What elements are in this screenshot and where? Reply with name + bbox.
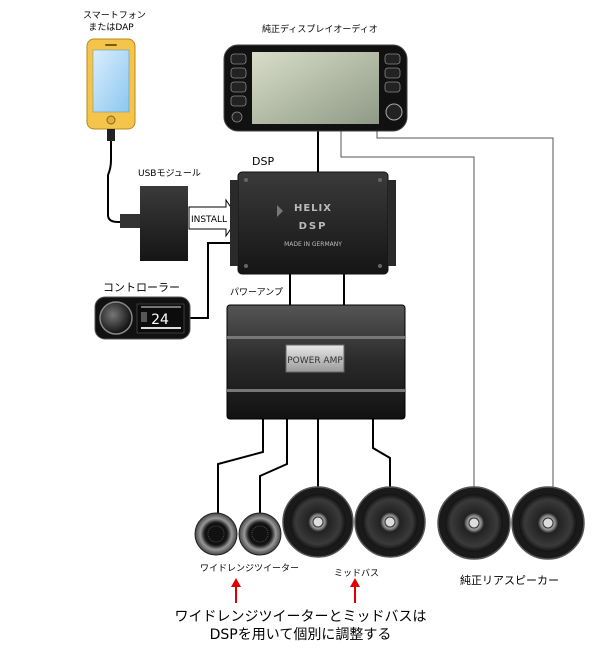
wires xyxy=(107,131,391,518)
power-amp-plate-text: POWER AMP xyxy=(287,356,343,366)
rear-wires xyxy=(340,131,554,487)
midbass-arrow-icon xyxy=(350,578,360,603)
tweeter-label: ワイドレンジツイーター xyxy=(200,564,300,574)
rear-speaker-right xyxy=(511,486,585,560)
dsp-brand-text: HELIX xyxy=(294,203,332,214)
amp-tweeter1-wire xyxy=(217,419,264,518)
tweeter-left xyxy=(194,512,238,556)
note-line1: ワイドレンジツイーターとミッドバスは xyxy=(174,609,427,625)
red-arrows xyxy=(231,578,360,603)
helix-logo-icon xyxy=(277,205,283,217)
midbass-label: ミッドバス xyxy=(334,569,380,579)
install-label: INSTALL xyxy=(191,215,227,225)
controller-knob-icon xyxy=(99,301,133,335)
midbass-left xyxy=(282,486,354,558)
rear-speaker-left xyxy=(437,486,511,560)
controller-label: コントローラー xyxy=(103,281,180,294)
controller-value-text: 24 xyxy=(151,312,169,328)
midbass-right xyxy=(354,486,426,558)
phone-label-line1: スマートフォン xyxy=(83,11,146,21)
dsp-unit xyxy=(230,171,396,275)
rear-speaker-label: 純正リアスピーカー xyxy=(460,574,559,587)
dsp-model-text: DSP xyxy=(299,221,328,232)
tweeter-right xyxy=(238,512,282,556)
usb-module xyxy=(120,186,188,261)
head-unit xyxy=(223,44,408,132)
controller-dsp-wire xyxy=(190,242,240,319)
headunit-rear1-wire xyxy=(340,131,475,487)
phone-label-line2: またはDAP xyxy=(88,23,134,33)
dsp-label: DSP xyxy=(252,155,275,168)
amp-mid2-wire xyxy=(372,419,391,488)
dsp-origin-text: MADE IN GERMANY xyxy=(284,241,342,248)
amp-tweeter2-wire xyxy=(259,419,288,518)
note-line2: DSPを用いて個別に調整する xyxy=(209,627,392,643)
power-amp xyxy=(226,304,406,420)
tweeter-arrow-icon xyxy=(231,578,241,603)
headunit-rear2-wire xyxy=(376,131,554,487)
controller xyxy=(94,296,191,340)
phone-cable xyxy=(107,140,130,223)
headunit-label: 純正ディスプレイオーディオ xyxy=(262,25,378,35)
smartphone xyxy=(86,38,136,141)
usb-module-label: USBモジュール xyxy=(138,169,201,179)
power-amp-label: パワーアンプ xyxy=(230,288,284,298)
